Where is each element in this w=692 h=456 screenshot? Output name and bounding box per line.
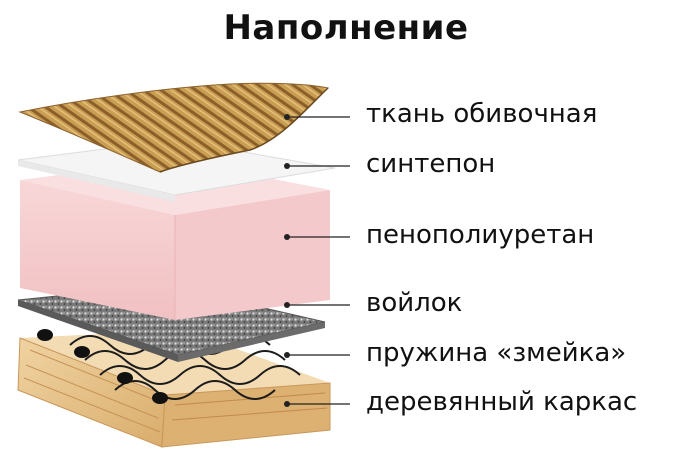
label-wooden-frame: деревянный каркас: [366, 387, 638, 417]
leader-dots: [284, 114, 290, 407]
label-upholstery-fabric: ткань обивочная: [366, 99, 598, 129]
page-title: Наполнение: [223, 8, 469, 48]
label-felt: войлок: [366, 288, 463, 318]
leader-lines: [287, 116, 350, 405]
label-foam: пенополиуретан: [366, 220, 595, 250]
label-sintepon: синтепон: [366, 149, 496, 179]
label-spring: пружина «змейка»: [366, 338, 627, 368]
wooden-frame: [17, 330, 331, 448]
spring-clips: [37, 329, 168, 404]
